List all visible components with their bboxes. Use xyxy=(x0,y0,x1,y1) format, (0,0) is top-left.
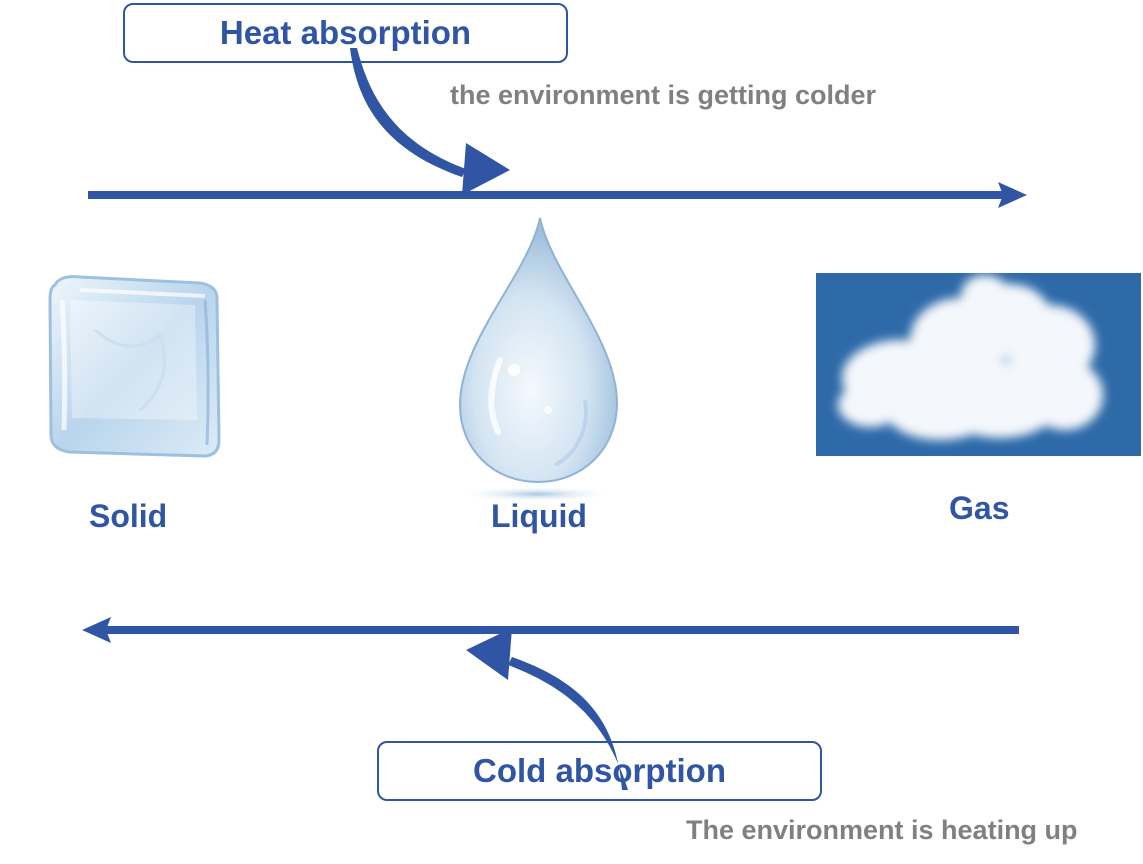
solid-label: Solid xyxy=(89,498,168,534)
cold-curved-arrow xyxy=(466,628,628,790)
heat-absorption-label: Heat absorption xyxy=(219,14,472,51)
environment-heating-note: The environment is heating up xyxy=(686,815,1078,845)
reverse-arrow xyxy=(82,617,1019,643)
water-drop-icon xyxy=(457,217,619,502)
heat-curved-arrow xyxy=(350,48,510,195)
forward-arrow xyxy=(88,182,1027,208)
heat-absorption-box: Heat absorption xyxy=(123,3,568,63)
cold-absorption-box: Cold absorption xyxy=(377,741,822,801)
gas-label: Gas xyxy=(949,490,1010,526)
cold-absorption-label: Cold absorption xyxy=(473,752,726,789)
liquid-label: Liquid xyxy=(491,498,587,534)
cloud-icon xyxy=(816,273,1141,456)
ice-cube-icon xyxy=(48,275,221,458)
environment-colder-note: the environment is getting colder xyxy=(450,80,877,110)
